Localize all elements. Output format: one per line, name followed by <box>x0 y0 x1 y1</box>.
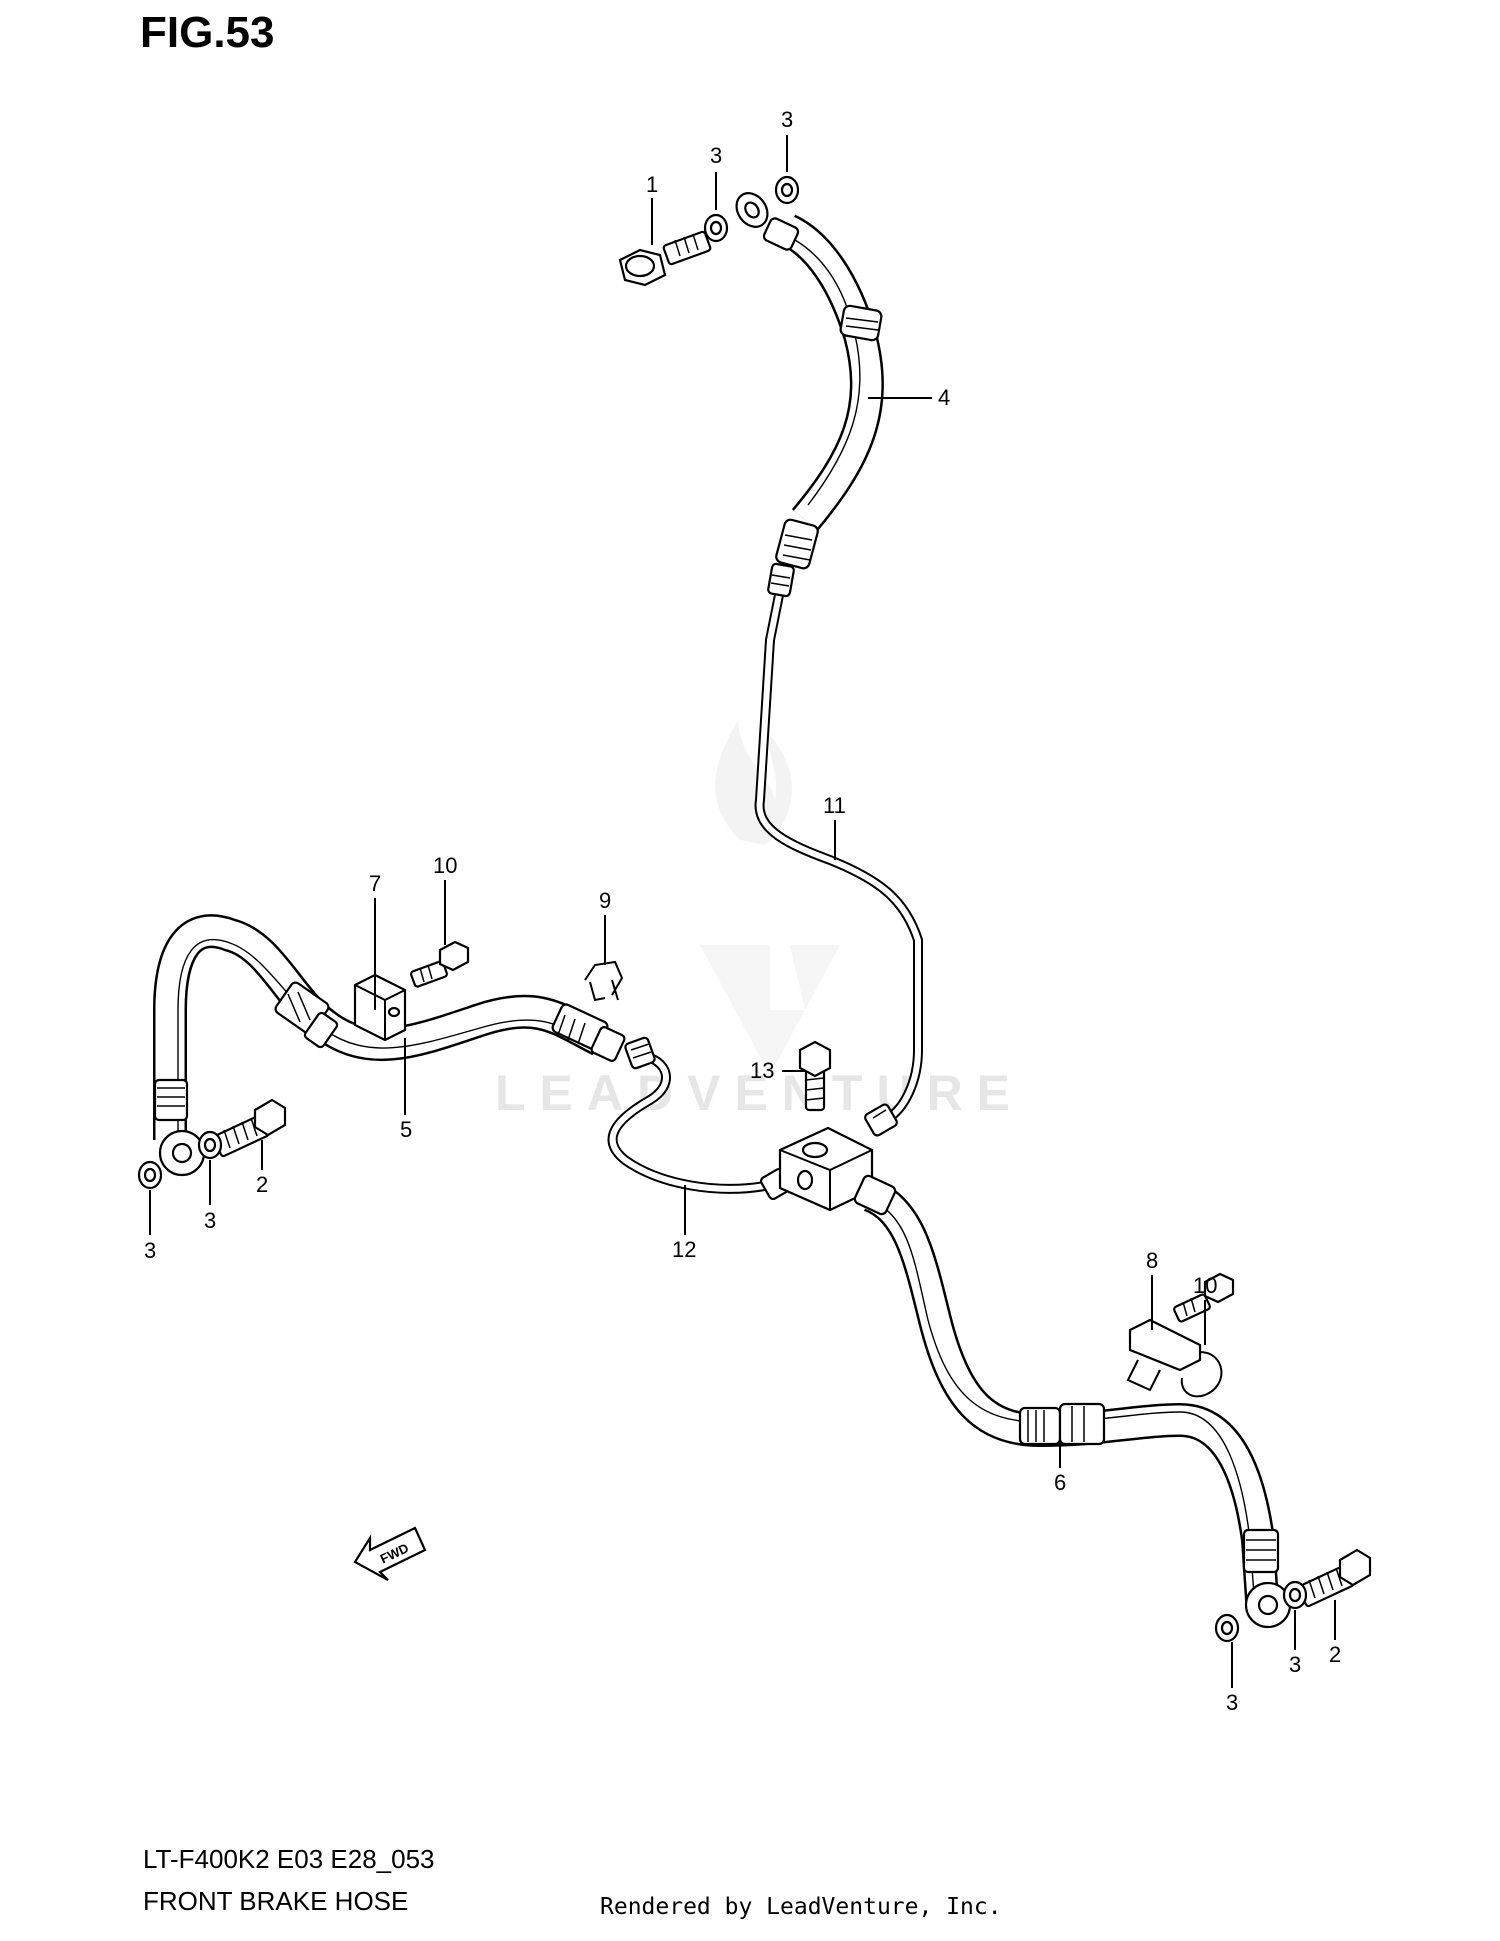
part-13-bolt <box>798 1040 832 1112</box>
part-3-washer-right-a <box>1214 1613 1240 1643</box>
callout-13: 13 <box>750 1058 774 1083</box>
part-1-union-bolt <box>618 230 712 287</box>
callout-numbers: 1 3 3 4 11 10 7 9 13 5 2 3 3 12 10 8 6 2… <box>144 107 1341 1715</box>
watermark: LEADVENTURE <box>495 720 1024 1121</box>
part-3-washer-left-b <box>197 1130 223 1160</box>
callout-3: 3 <box>144 1238 156 1263</box>
callout-1: 1 <box>646 172 658 197</box>
part-3-washer-top-b <box>774 175 800 205</box>
part-10-bolt-left <box>410 940 470 988</box>
model-code: LT-F400K2 E03 E28_053 <box>143 1844 435 1874</box>
part-10-bolt-right <box>1173 1272 1235 1323</box>
part-9-clip <box>584 960 624 1002</box>
part-3-washer-right-b <box>1282 1580 1308 1610</box>
callout-12: 12 <box>672 1237 696 1262</box>
part-6-right-front-brake-hose <box>853 1174 1292 1629</box>
callout-5: 5 <box>400 1117 412 1142</box>
part-4-upper-brake-hose <box>735 192 884 570</box>
figure-title: FIG.53 <box>140 8 275 57</box>
callout-11: 11 <box>823 793 846 818</box>
callout-7: 7 <box>369 871 381 896</box>
callout-8: 8 <box>1146 1248 1158 1273</box>
callout-6: 6 <box>1054 1470 1066 1495</box>
callout-3: 3 <box>1289 1652 1301 1677</box>
watermark-text: LEADVENTURE <box>495 1065 1024 1121</box>
callout-10: 10 <box>1193 1273 1217 1298</box>
callout-4: 4 <box>938 385 950 410</box>
part-8-hose-clamp <box>1126 1318 1223 1398</box>
fwd-arrow-icon: FWD <box>353 1526 427 1581</box>
part-3-washer-top-a <box>703 213 729 243</box>
part-3-washer-left-a <box>137 1160 163 1190</box>
part-2-union-bolt-left <box>212 1098 287 1158</box>
callout-3: 3 <box>781 107 793 132</box>
leader-lines <box>149 135 1336 1688</box>
part-11-brake-pipe <box>754 562 923 1137</box>
part-5-left-front-brake-hose <box>153 914 626 1177</box>
callout-2: 2 <box>1329 1642 1341 1667</box>
part-2-union-bolt-right <box>1297 1548 1372 1608</box>
section-name: FRONT BRAKE HOSE <box>143 1886 409 1916</box>
part-12-brake-pipe <box>607 1036 793 1201</box>
callout-2: 2 <box>256 1172 268 1197</box>
callout-3: 3 <box>1226 1690 1238 1715</box>
watermark-logo-icon <box>700 720 840 1075</box>
callout-3: 3 <box>204 1208 216 1233</box>
callout-3: 3 <box>710 143 722 168</box>
rendered-by-credit: Rendered by LeadVenture, Inc. <box>600 1894 1002 1920</box>
callout-10: 10 <box>433 853 457 878</box>
callout-9: 9 <box>599 888 611 913</box>
three-way-joint <box>778 1126 874 1212</box>
